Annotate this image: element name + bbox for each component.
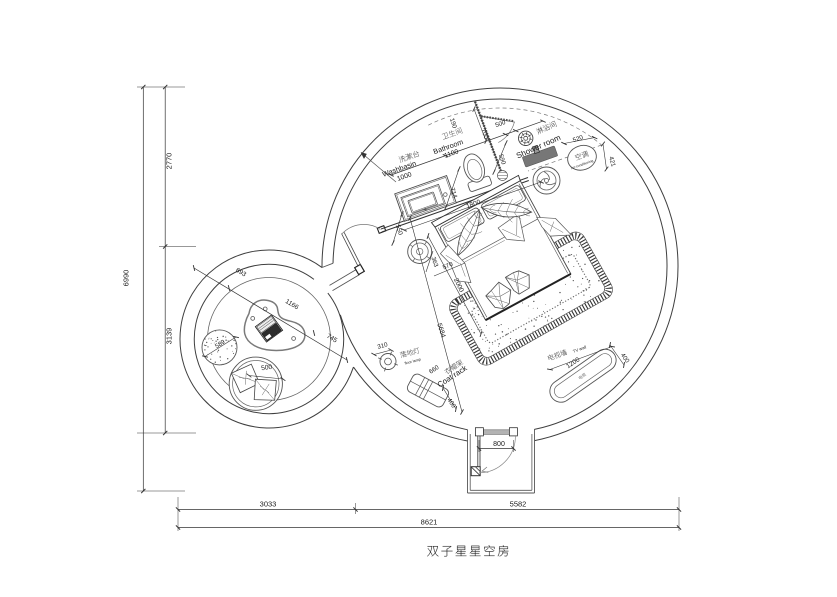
svg-text:3033: 3033 <box>260 500 277 509</box>
svg-text:2770: 2770 <box>165 153 174 170</box>
svg-text:6990: 6990 <box>122 270 131 287</box>
svg-text:8621: 8621 <box>421 518 438 527</box>
svg-text:3139: 3139 <box>165 328 174 345</box>
svg-text:800: 800 <box>493 441 505 448</box>
svg-text:5582: 5582 <box>510 500 527 509</box>
